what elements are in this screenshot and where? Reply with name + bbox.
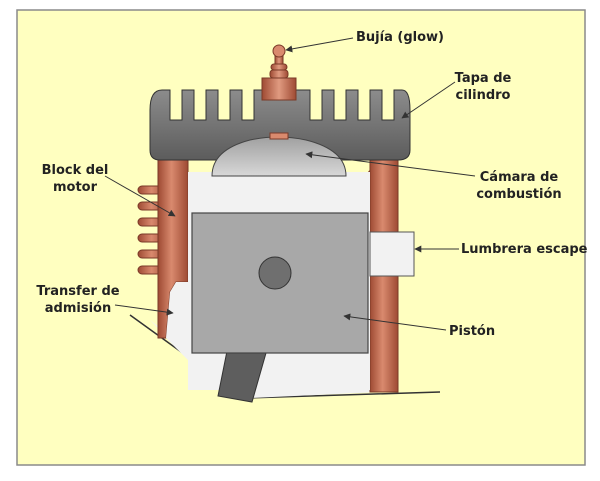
label-bujia: Bujía (glow) xyxy=(356,30,444,45)
label-tapa-line2: cilindro xyxy=(455,88,511,103)
label-piston: Pistón xyxy=(449,324,496,339)
cylinder-head xyxy=(149,89,411,161)
label-tapa-line1: Tapa de xyxy=(454,71,512,86)
label-camara-line1: Cámara de xyxy=(479,170,559,185)
label-tapa-de-cilindro: Tapa de cilindro xyxy=(450,70,516,104)
glow-plug xyxy=(261,44,297,101)
label-transfer-line2: admisión xyxy=(44,301,112,316)
piston-pin xyxy=(258,256,292,290)
transfer-channel xyxy=(166,282,188,360)
exhaust-port xyxy=(369,231,415,277)
plug-tip xyxy=(269,132,289,140)
label-block-del-motor: Block del motor xyxy=(38,162,112,196)
leader-lines xyxy=(104,37,476,331)
label-block-line2: motor xyxy=(52,180,98,195)
label-lumbrera-escape: Lumbrera escape xyxy=(461,242,588,257)
label-block-line1: Block del xyxy=(41,163,109,178)
label-transfer-line1: Transfer de xyxy=(36,284,120,299)
label-camara-de-combustion: Cámara de combustión xyxy=(474,169,564,203)
label-transfer-de-admision: Transfer de admisión xyxy=(32,283,124,317)
label-camara-line2: combustión xyxy=(476,187,562,202)
